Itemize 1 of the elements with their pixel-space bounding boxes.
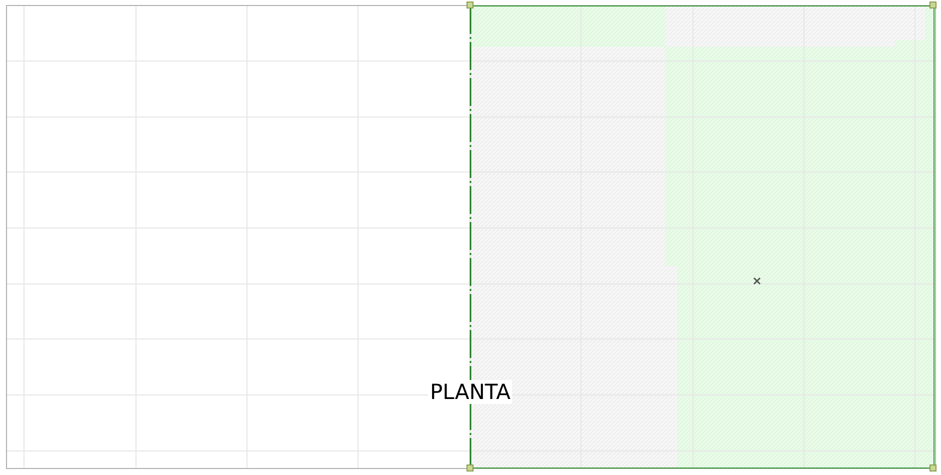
plan-label: PLANTA — [428, 380, 512, 404]
